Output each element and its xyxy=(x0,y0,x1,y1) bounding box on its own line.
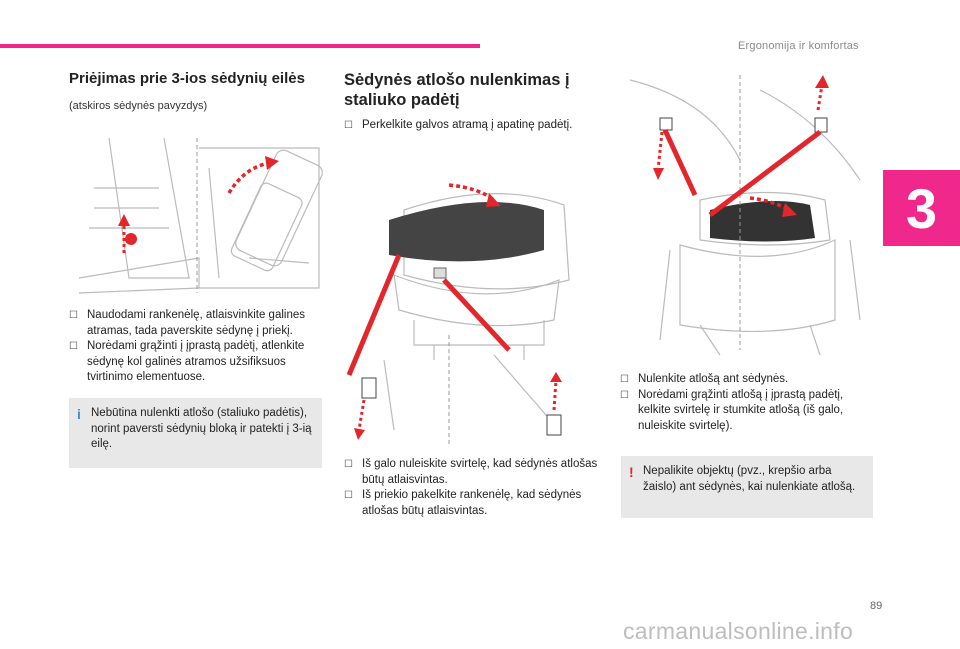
section-subtitle: (atskiros sėdynės pavyzdys) xyxy=(69,100,208,112)
checkbox-bullet-icon: ☐ xyxy=(620,374,629,385)
backrest-fold-illustration xyxy=(346,183,570,445)
list-item: ☐Norėdami grąžinti atlošą į įprastą padė… xyxy=(620,388,844,432)
header-accent-bar xyxy=(0,44,480,48)
page-number: 89 xyxy=(870,600,883,612)
figure-backrest-table xyxy=(620,70,875,360)
section-title: Ergonomija ir komfortas xyxy=(738,40,859,52)
checkbox-bullet-icon: ☐ xyxy=(620,389,629,401)
step-list-col1: ☐Naudodami rankenėlę, atlaisvinkite gali… xyxy=(69,308,324,386)
info-note: i Nebūtina nulenkti atlošo (staliuko pad… xyxy=(69,398,322,468)
checkbox-bullet-icon: ☐ xyxy=(344,490,353,501)
lever-icon xyxy=(659,117,673,131)
checkbox-bullet-icon: ☐ xyxy=(344,120,353,131)
chapter-tab: 3 xyxy=(883,170,960,246)
lever-icon xyxy=(433,267,447,279)
release-lever-icon xyxy=(361,377,377,399)
backrest-table-illustration xyxy=(629,75,861,356)
info-icon: i xyxy=(77,406,81,422)
handle-icon xyxy=(814,117,828,133)
section-heading-table-position: Sėdynės atlošo nulenkimas į staliuko pad… xyxy=(344,71,570,109)
checkbox-bullet-icon: ☐ xyxy=(69,310,78,321)
seat-tilt-illustration xyxy=(78,137,323,294)
checkbox-bullet-icon: ☐ xyxy=(69,341,78,352)
lever-handle-icon xyxy=(125,233,137,245)
list-item: ☐Iš priekio pakelkite rankenėlę, kad sėd… xyxy=(344,489,582,517)
step-list-col2: ☐Iš galo nuleiskite svirtelę, kad sėdynė… xyxy=(344,457,599,519)
watermark: carmanualsonline.info xyxy=(623,618,854,644)
list-item: ☐Perkelkite galvos atramą į apatinę padė… xyxy=(344,118,599,134)
front-handle-icon xyxy=(546,414,562,436)
step-list-col3: ☐Nulenkite atlošą ant sėdynės. ☐Norėdami… xyxy=(620,372,875,434)
list-item: ☐Naudodami rankenėlę, atlaisvinkite gali… xyxy=(69,309,305,337)
list-item: ☐Iš galo nuleiskite svirtelę, kad sėdynė… xyxy=(344,458,598,486)
list-item: ☐Nulenkite atlošą ant sėdynės. xyxy=(620,372,875,388)
figure-seat-tilt xyxy=(69,128,324,298)
section-heading-access: Priėjimas prie 3-ios sėdynių eilės xyxy=(69,70,305,87)
checkbox-bullet-icon: ☐ xyxy=(344,459,353,470)
step-list-col2-top: ☐Perkelkite galvos atramą į apatinę padė… xyxy=(344,118,599,134)
warning-note: ! Nepalikite objektų (pvz., krepšio arba… xyxy=(621,456,873,518)
warning-icon: ! xyxy=(629,464,634,480)
list-item: ☐Norėdami grąžinti į įprastą padėtį, atl… xyxy=(69,340,305,383)
figure-backrest-fold xyxy=(344,160,599,445)
